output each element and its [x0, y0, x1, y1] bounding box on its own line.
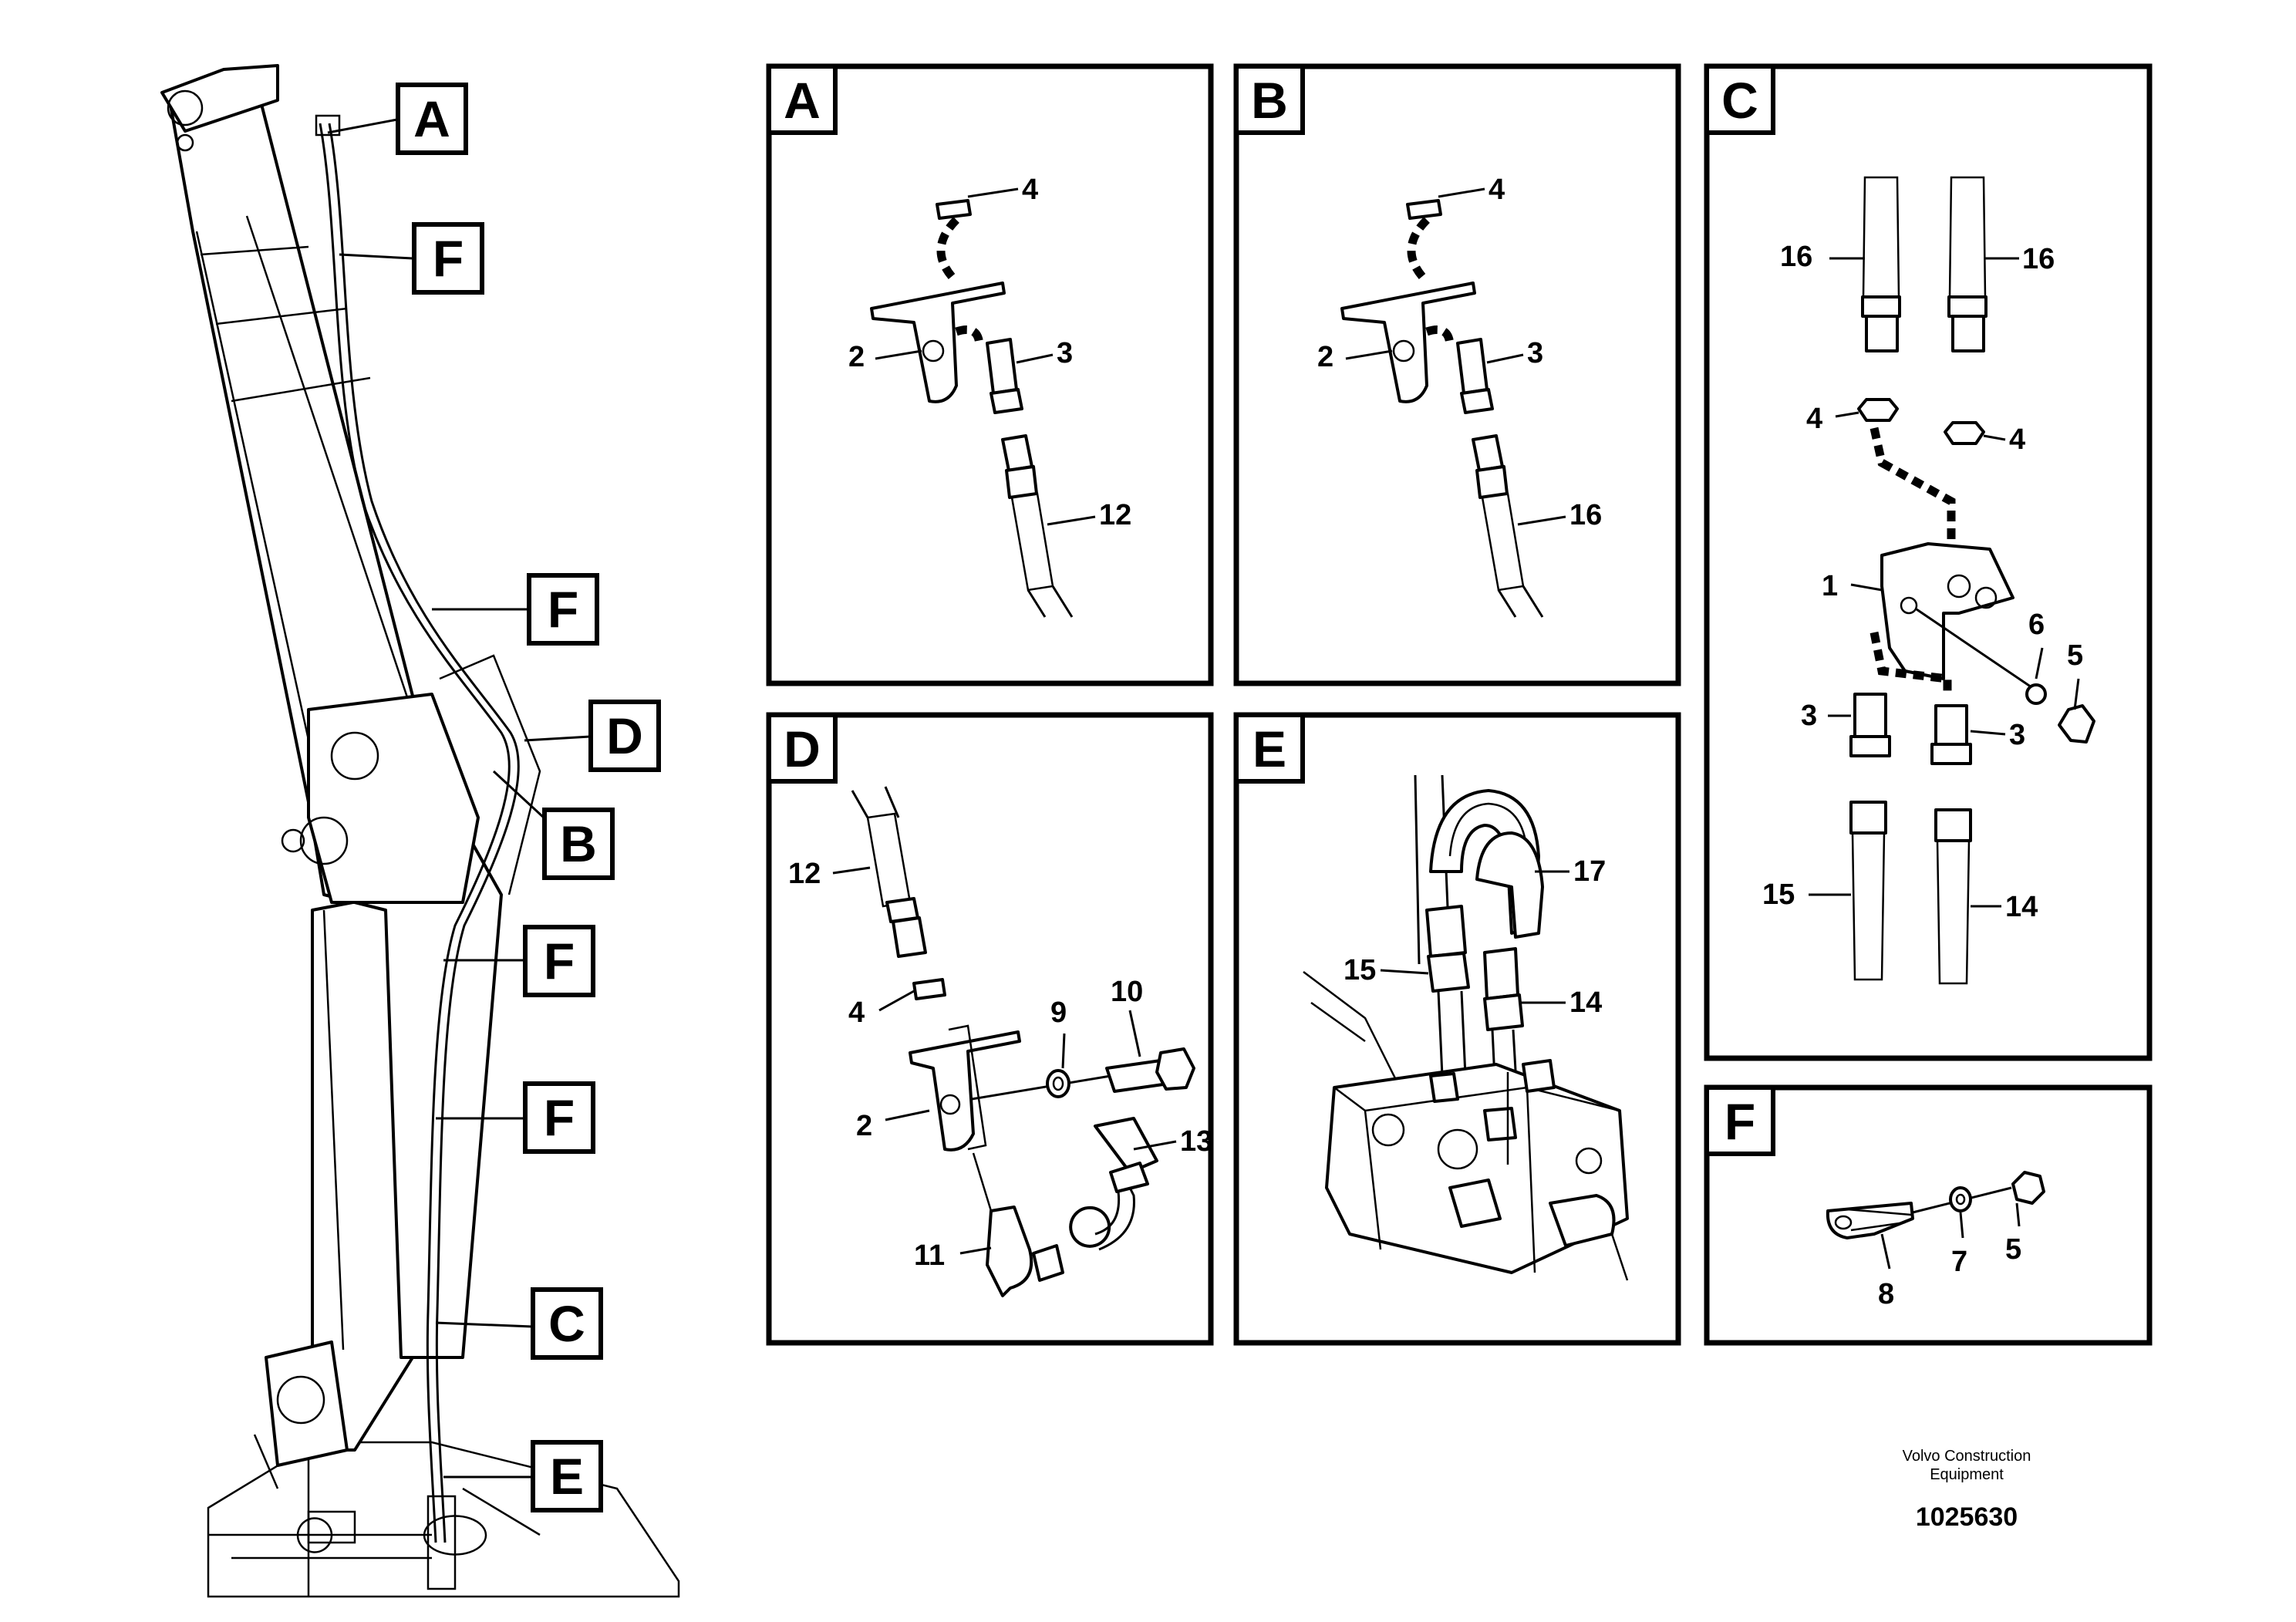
svg-text:F: F: [544, 932, 575, 990]
panel-A-item-12: 12: [1099, 499, 1131, 531]
overview-tag-D[interactable]: D: [588, 700, 661, 772]
panel-D-item-12: 12: [788, 858, 821, 890]
svg-text:F: F: [548, 581, 578, 638]
panel-A-item-4: 4: [1022, 174, 1038, 206]
svg-text:F: F: [433, 230, 464, 287]
panel-C-item-4-left: 4: [1806, 403, 1822, 435]
panel-C-item-1: 1: [1822, 570, 1838, 602]
panel-B-item-3: 3: [1527, 337, 1543, 369]
panel-C-item-4-right: 4: [2009, 423, 2025, 456]
panel-D: D 12 4 9 10: [766, 712, 1214, 1346]
overview-tag-B[interactable]: B: [542, 808, 615, 880]
panel-E-item-15: 15: [1344, 954, 1376, 986]
overview-tag-F-4[interactable]: F: [523, 1081, 595, 1154]
svg-text:E: E: [550, 1448, 584, 1505]
overview-tag-F-2[interactable]: F: [527, 573, 599, 646]
overview-tag-A[interactable]: A: [396, 83, 468, 155]
panel-C-item-16-left: 16: [1780, 241, 1812, 273]
panel-C-item-5: 5: [2067, 639, 2083, 672]
panel-B-letter: B: [1251, 72, 1288, 129]
svg-text:F: F: [544, 1089, 575, 1146]
panel-F-item-5: 5: [2005, 1233, 2021, 1266]
boom-overview-illustration: [160, 64, 680, 1598]
panel-C-item-3-left: 3: [1801, 700, 1817, 732]
panel-D-item-13: 13: [1180, 1125, 1212, 1158]
panel-D-letter: D: [784, 720, 821, 777]
panel-B-item-16: 16: [1569, 499, 1602, 531]
panel-A-item-2: 2: [848, 341, 865, 373]
credit-line-1: Volvo Construction: [1902, 1448, 2031, 1465]
panel-E-letter: E: [1253, 720, 1286, 777]
panel-A: A 4 2 3 12: [766, 63, 1214, 686]
panel-D-item-10: 10: [1111, 976, 1143, 1008]
overview-tag-F-1[interactable]: F: [412, 222, 484, 295]
svg-text:D: D: [606, 707, 643, 764]
panel-E: E 17 15 14: [1233, 712, 1681, 1346]
overview-tag-E[interactable]: E: [531, 1440, 603, 1512]
overview-tag-F-3[interactable]: F: [523, 925, 595, 997]
svg-text:C: C: [548, 1295, 585, 1352]
panel-C-item-6: 6: [2028, 609, 2045, 641]
panel-B: B 4 2 3 16: [1233, 63, 1681, 686]
panel-C: C: [1704, 63, 2153, 1061]
panel-E-item-17: 17: [1573, 855, 1606, 888]
panel-D-item-4: 4: [848, 996, 865, 1029]
panel-D-item-11: 11: [914, 1239, 945, 1272]
panel-F-item-7: 7: [1951, 1246, 1967, 1278]
panel-C-letter: C: [1721, 72, 1758, 129]
overview-tag-C[interactable]: C: [531, 1287, 603, 1360]
svg-text:A: A: [413, 90, 450, 147]
panel-D-item-9: 9: [1050, 996, 1067, 1029]
panel-F-letter: F: [1725, 1093, 1755, 1150]
panel-F-item-8: 8: [1878, 1278, 1894, 1310]
panel-C-item-16-right: 16: [2022, 243, 2055, 275]
credit-line-2: Equipment: [1930, 1466, 2004, 1483]
panel-A-letter: A: [784, 72, 821, 129]
panel-D-item-2: 2: [856, 1110, 872, 1142]
panel-C-item-3-right: 3: [2009, 719, 2025, 751]
panel-C-item-14: 14: [2005, 891, 2038, 923]
manufacturer-credit: Volvo Construction Equipment: [1820, 1447, 2113, 1484]
panel-E-item-14: 14: [1569, 986, 1602, 1019]
panel-B-item-2: 2: [1317, 341, 1333, 373]
svg-text:B: B: [560, 815, 597, 872]
illustration-number: 1025630: [1915, 1502, 2018, 1532]
panel-F: F 8 7 5: [1704, 1084, 2153, 1346]
panel-C-item-15: 15: [1762, 878, 1795, 911]
panel-B-item-4: 4: [1489, 174, 1505, 206]
overview-callouts: A F F D B F F C: [327, 83, 661, 1512]
panel-A-item-3: 3: [1057, 337, 1073, 369]
